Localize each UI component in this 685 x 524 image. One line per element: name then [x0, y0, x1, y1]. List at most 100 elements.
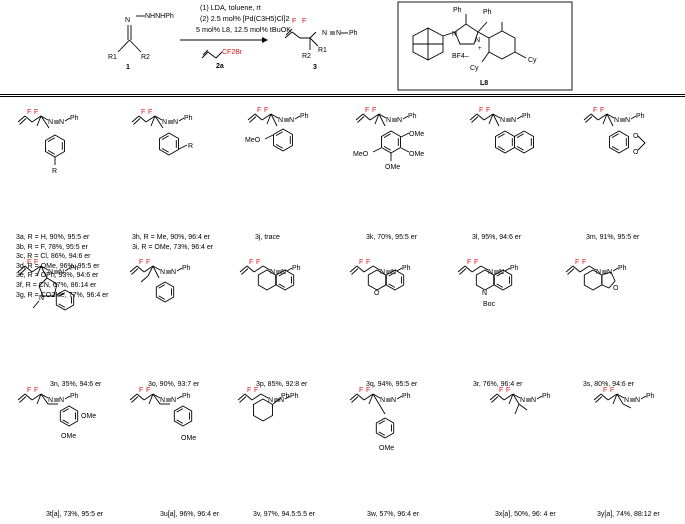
- bond: [567, 268, 575, 275]
- bond: [503, 393, 514, 401]
- bond: [357, 116, 365, 123]
- ring: [583, 269, 603, 291]
- nitrogen-atom: N: [48, 397, 53, 404]
- product-label: 3: [313, 64, 317, 71]
- bond: [588, 265, 597, 271]
- bond: [178, 144, 188, 150]
- nitrogen-atom: N: [39, 295, 44, 302]
- bond: [36, 393, 42, 405]
- nitrogen-atom: N: [391, 397, 396, 404]
- bond: [516, 115, 523, 120]
- bond: [491, 396, 499, 403]
- fluorine-atom: F: [139, 387, 143, 394]
- bond: [140, 275, 149, 283]
- bond: [176, 419, 184, 424]
- bond: [32, 300, 40, 309]
- fluorine-atom: F: [467, 259, 471, 266]
- ligand-cy-2: Cy: [470, 65, 479, 72]
- bond: [24, 393, 33, 401]
- bond: [464, 265, 473, 273]
- bond: [516, 133, 524, 138]
- methoxy-group: OMe: [61, 433, 76, 440]
- r-substituent: R: [188, 143, 193, 150]
- phenyl-group: Ph: [300, 113, 309, 120]
- caption-3h-3i: 3h, R = Me, 90%, 96:4 er 3i, R = OMe, 73…: [132, 233, 213, 252]
- ligand-cy-1: Cy: [528, 57, 537, 64]
- bond: [396, 267, 403, 272]
- bond: [152, 393, 161, 399]
- bond: [585, 116, 593, 123]
- bond: [17, 265, 26, 273]
- bond: [24, 115, 33, 123]
- bond: [514, 403, 520, 415]
- bond: [480, 265, 489, 271]
- nitrogen-atom: N: [635, 397, 640, 404]
- bond: [19, 396, 27, 403]
- bond: [372, 265, 381, 271]
- phenyl-group: Ph: [184, 115, 193, 122]
- fluorine-atom: F: [600, 107, 604, 114]
- phenyl-group: Ph: [402, 265, 411, 272]
- bond: [275, 131, 283, 136]
- nitrogen-atom: N: [171, 269, 176, 276]
- divider-top-double: [0, 96, 685, 97]
- bond: [260, 393, 269, 399]
- fluorine-atom: F: [34, 387, 38, 394]
- bond: [131, 396, 139, 403]
- fluorine-atom: F: [148, 109, 152, 116]
- fluorine-atom: F: [365, 107, 369, 114]
- phenyl-group: Ph: [408, 113, 417, 120]
- ring: [609, 130, 629, 154]
- bond: [253, 265, 264, 273]
- reagent-label: 2a: [216, 63, 224, 70]
- bond: [356, 393, 365, 401]
- bond: [40, 115, 50, 129]
- phenyl-group: Ph: [290, 393, 299, 400]
- phenyl-group: Ph: [636, 113, 645, 120]
- bond: [378, 403, 386, 415]
- bond: [178, 117, 185, 122]
- caption-3x: 3x[a], 50%, 96: 4 er: [495, 511, 556, 518]
- chain: [637, 135, 646, 151]
- ring: [55, 289, 75, 311]
- nitrogen-atom: N: [380, 397, 385, 404]
- bond: [363, 265, 374, 273]
- fluorine-atom: F: [27, 109, 31, 116]
- nitrogen-atom: N: [531, 397, 536, 404]
- bond: [565, 265, 574, 273]
- bond: [176, 267, 183, 272]
- caption-3o: 3o, 90%, 93:7 er: [148, 381, 200, 388]
- nitrogen-atom: N: [162, 119, 167, 126]
- caption-3k: 3k, 70%, 95:5 er: [366, 234, 417, 241]
- bond: [131, 115, 140, 123]
- caption-line: 3g, R = CO2Me, 77%, 96:4 er: [16, 291, 109, 299]
- bond: [40, 115, 49, 121]
- bond: [47, 137, 55, 142]
- nitrogen-atom: N: [614, 117, 619, 124]
- bond: [512, 393, 521, 399]
- bond: [17, 393, 26, 401]
- substrate-n-atom: N: [125, 17, 130, 24]
- caption-3r: 3r, 76%, 96:4 er: [473, 381, 523, 388]
- bond: [129, 265, 138, 273]
- bond: [630, 115, 637, 120]
- fluorine-atom: F: [366, 387, 370, 394]
- bond: [471, 116, 479, 123]
- bond: [372, 393, 380, 405]
- fluorine-atom: F: [27, 259, 31, 266]
- bond: [640, 395, 647, 400]
- bond: [161, 148, 169, 153]
- boc-group: Boc: [483, 301, 496, 308]
- ligand-bf4: BF4–: [452, 53, 469, 60]
- bond: [512, 393, 520, 405]
- fluorine-atom: F: [486, 107, 490, 114]
- caption-3j: 3j, trace: [255, 234, 280, 241]
- bond: [606, 113, 614, 127]
- ring: [514, 130, 534, 154]
